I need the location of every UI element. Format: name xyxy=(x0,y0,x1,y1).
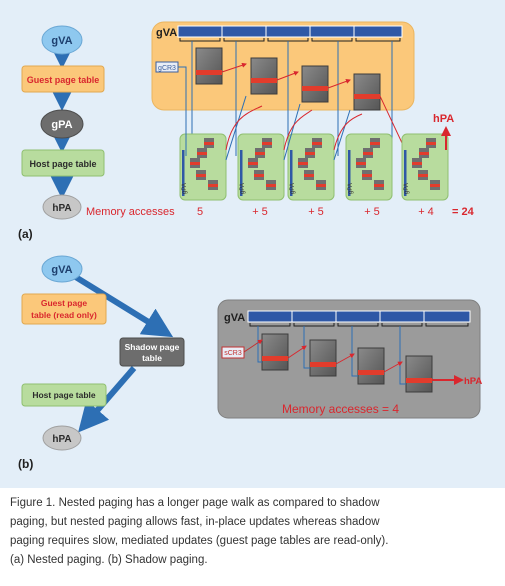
host-walk-3: gPA xyxy=(287,133,335,201)
guest-table-l4 xyxy=(195,47,223,85)
host-page-table-label: Host page table xyxy=(29,159,96,169)
small-gpa-label: gPA xyxy=(290,183,296,194)
small-gpa-label: gPA xyxy=(182,183,188,194)
small-gpa-label: gPA xyxy=(240,183,246,194)
guest-table-l2 xyxy=(301,65,329,103)
caption-line: (a) Nested paging. (b) Shadow paging. xyxy=(10,554,208,566)
walk-hpa-label: hPA xyxy=(433,113,454,125)
guest-page-table-label: Guest page table xyxy=(27,75,100,85)
gva-bar-dividers xyxy=(221,26,355,37)
panel-a: gVA Guest page table gPA Host page table… xyxy=(18,21,475,241)
access-count-4: + 5 xyxy=(364,206,380,218)
b-host-page-table-label: Host page table xyxy=(32,390,96,400)
shadow-to-hpa-arrow xyxy=(78,366,137,433)
gva-to-shadow-arrow xyxy=(72,273,174,338)
access-count-1: 5 xyxy=(197,206,203,218)
host-to-guest-links xyxy=(225,95,351,161)
guest-entry xyxy=(354,94,380,99)
shadow-entry xyxy=(406,378,432,383)
access-count-3: + 5 xyxy=(308,206,324,218)
guest-table-l1 xyxy=(353,73,381,111)
shadow-entry xyxy=(262,356,288,361)
b-gva-bar-dividers xyxy=(291,311,425,322)
gva-bar xyxy=(177,25,403,38)
b-guest-page-table-line2: table (read only) xyxy=(31,310,97,320)
guest-table-l3 xyxy=(250,57,278,95)
gpa-node-label: gPA xyxy=(51,119,72,131)
b-host-page-table-node xyxy=(21,383,107,407)
host-walk-5: gPA xyxy=(401,133,449,201)
b-gva-node-label: gVA xyxy=(51,264,72,276)
hpa-node-label: hPA xyxy=(52,203,71,214)
figure-canvas: gVA Guest page table gPA Host page table… xyxy=(0,0,505,488)
b-memory-accesses: Memory accesses = 4 xyxy=(282,402,399,416)
b-hpa-node xyxy=(42,425,82,451)
small-gpa-label: gPA xyxy=(348,183,354,194)
b-guest-page-table-line1: Guest page xyxy=(41,298,88,308)
gva-node xyxy=(41,25,83,55)
scr3-link xyxy=(243,339,263,353)
shadow-table-l3 xyxy=(309,339,337,377)
host-walk-1: gPA xyxy=(179,133,227,201)
shadow-walk-links xyxy=(287,345,403,373)
access-count-2: + 5 xyxy=(252,206,268,218)
caption-line: paging, but nested paging allows fast, i… xyxy=(10,516,380,528)
scr3-label: sCR3 xyxy=(224,350,242,357)
shadow-page-table-line2: table xyxy=(142,353,162,363)
host-walk-2: gPA xyxy=(237,133,285,201)
shadow-table-l1 xyxy=(405,355,433,393)
b-gva-node xyxy=(41,255,83,283)
caption-line: Figure 1. Nested paging has a longer pag… xyxy=(10,497,380,509)
gva-node-label: gVA xyxy=(51,35,72,47)
b-gva-bar-brackets xyxy=(249,323,469,327)
small-gpa-label: gPA xyxy=(404,183,410,194)
b-gva-index-lines xyxy=(257,326,406,385)
panel-b: gVA Guest page table (read only) Shadow … xyxy=(18,255,482,471)
shadow-page-table-node xyxy=(119,337,185,367)
figure: gVA Guest page table gPA Host page table… xyxy=(0,0,505,488)
b-gva-bar xyxy=(247,310,471,323)
panel-b-label: (b) xyxy=(18,457,33,471)
guest-page-table-node xyxy=(21,65,105,93)
access-count-5: + 4 xyxy=(418,206,434,218)
caption-line: paging requires slow, mediated updates (… xyxy=(10,535,389,547)
shadow-tables xyxy=(261,333,433,393)
memory-accesses-label: Memory accesses xyxy=(86,206,175,218)
host-result-links xyxy=(225,105,363,151)
shadow-table-l4 xyxy=(261,333,289,371)
gcr3-label: gCR3 xyxy=(158,65,176,72)
panel-a-flow: gVA Guest page table gPA Host page table… xyxy=(21,25,105,220)
b-walk-gva-label: gVA xyxy=(224,312,245,324)
guest-entry xyxy=(302,86,328,91)
guest-entry xyxy=(196,70,222,75)
panel-a-label: (a) xyxy=(18,227,33,241)
guest-tables xyxy=(195,47,381,111)
access-total: = 24 xyxy=(452,206,475,218)
b-hpa-node-label: hPA xyxy=(52,434,71,445)
shadow-table-l2 xyxy=(357,347,385,385)
host-page-table-node xyxy=(21,149,105,177)
shadow-entry xyxy=(358,370,384,375)
b-walk-hpa-label: hPA xyxy=(464,376,482,387)
guest-entry xyxy=(251,78,277,83)
b-guest-page-table-node xyxy=(21,293,107,325)
gpa-node xyxy=(40,109,84,139)
walk-gva-label: gVA xyxy=(156,27,177,39)
figure-caption: Figure 1. Nested paging has a longer pag… xyxy=(10,494,498,570)
shadow-entry xyxy=(310,362,336,367)
hpa-node xyxy=(42,194,82,220)
scr3-register xyxy=(221,346,245,359)
shadow-page-table-line1: Shadow page xyxy=(125,342,180,352)
guest-walk-region xyxy=(151,21,415,111)
host-walks: gPA gPA gPA xyxy=(179,133,449,201)
host-walk-4: gPA xyxy=(345,133,393,201)
gcr3-link xyxy=(178,66,187,156)
